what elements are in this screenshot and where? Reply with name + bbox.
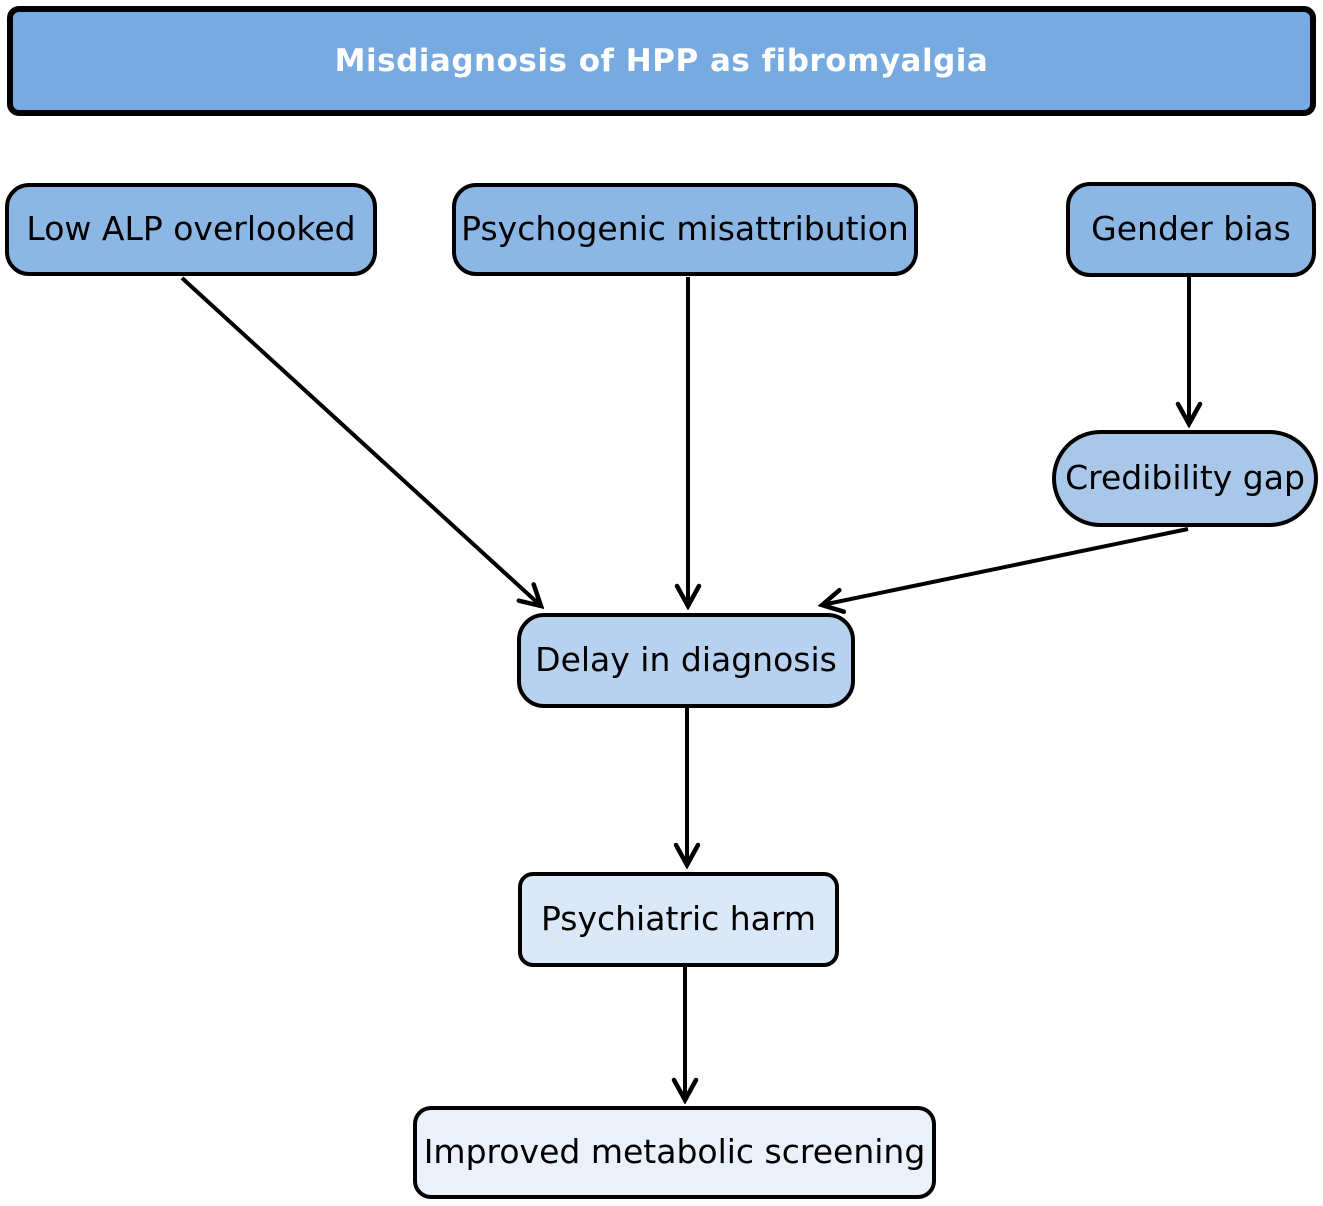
node-credibility-gap: Credibility gap — [1052, 430, 1318, 527]
node-label: Improved metabolic screening — [423, 1132, 926, 1172]
node-label: Gender bias — [1091, 209, 1291, 249]
node-label: Psychogenic misattribution — [461, 209, 909, 249]
node-label: Low ALP overlooked — [26, 209, 356, 249]
diagram-title: Misdiagnosis of HPP as fibromyalgia — [334, 42, 989, 79]
node-low-alp-overlooked: Low ALP overlooked — [5, 183, 377, 276]
edge-lowalp-to-delay — [180, 276, 541, 606]
node-delay-in-diagnosis: Delay in diagnosis — [517, 613, 855, 708]
node-gender-bias: Gender bias — [1066, 182, 1316, 277]
diagram-title-banner: Misdiagnosis of HPP as fibromyalgia — [7, 6, 1316, 116]
node-psychiatric-harm: Psychiatric harm — [518, 872, 839, 967]
node-label: Credibility gap — [1065, 458, 1305, 498]
edge-credibility-to-delay — [822, 527, 1189, 605]
node-improved-metabolic-screening: Improved metabolic screening — [413, 1106, 936, 1199]
node-label: Delay in diagnosis — [535, 640, 837, 680]
node-psychogenic-misattribution: Psychogenic misattribution — [452, 183, 918, 276]
node-label: Psychiatric harm — [540, 899, 817, 939]
